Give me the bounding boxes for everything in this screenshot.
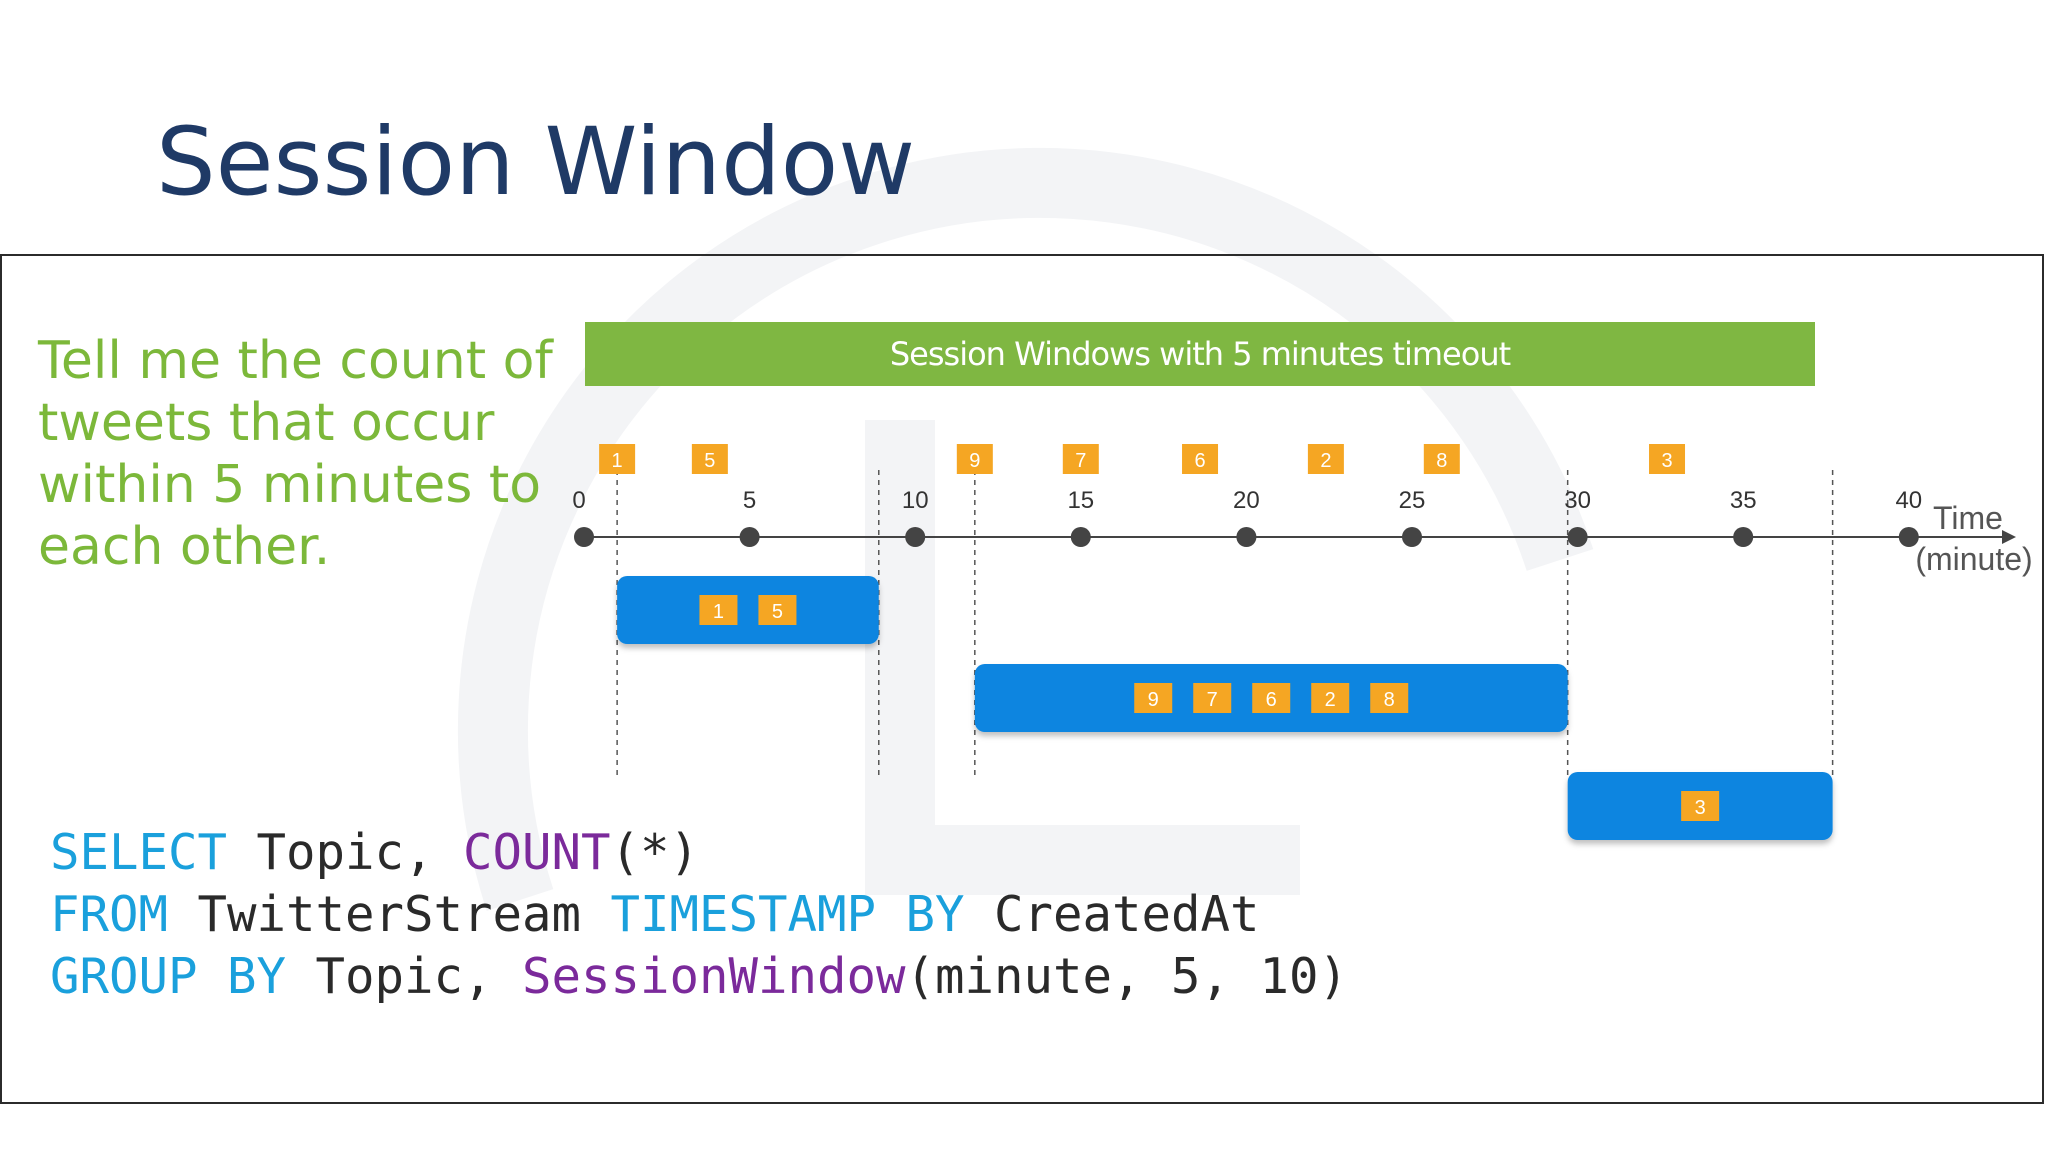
window-event-marker (758, 595, 797, 625)
axis-tick-label: 0 (572, 487, 585, 514)
window-event-marker (1681, 791, 1720, 821)
code-line-group-by: GROUP BY Topic, SessionWindow(minute, 5,… (50, 946, 1348, 1008)
axis-tick-dot (739, 527, 760, 547)
event-marker-label: 5 (704, 450, 715, 472)
event-marker (1182, 444, 1219, 474)
session-window-banner: Session Windows with 5 minutes timeout (585, 322, 1815, 386)
window-event-marker (1311, 683, 1350, 713)
axis-tick-label: 10 (902, 487, 929, 514)
session-window-bar (617, 576, 879, 644)
window-event-label: 1 (713, 601, 724, 623)
axis-tick-dot (1070, 527, 1091, 547)
axis-tick-label: 20 (1233, 487, 1260, 514)
event-marker-label: 9 (969, 450, 980, 472)
prompt-line: each other. (38, 517, 331, 577)
code-function: SessionWindow (522, 948, 906, 1005)
code-text: CreatedAt (964, 886, 1260, 943)
axis-tick-label: 15 (1067, 487, 1094, 514)
event-marker-label: 8 (1436, 450, 1447, 472)
prompt-text: Tell me the count of tweets that occur w… (38, 330, 553, 578)
event-marker-label: 1 (612, 450, 623, 472)
axis-tick-label: 30 (1564, 487, 1591, 514)
content-frame (0, 254, 2044, 1104)
slide-title: Session Window (156, 108, 916, 217)
code-text: Topic, (227, 824, 464, 881)
window-event-label: 6 (1266, 689, 1277, 711)
event-marker (1307, 444, 1344, 474)
event-marker (1062, 444, 1099, 474)
window-event-marker (1134, 683, 1173, 713)
window-event-marker (699, 595, 738, 625)
code-text: (minute, 5, 10) (905, 948, 1349, 1005)
axis-tick-dot (905, 527, 926, 547)
axis-label: Time (1933, 500, 2003, 536)
watermark-mark (865, 420, 1300, 895)
prompt-line: Tell me the count of (38, 331, 553, 391)
axis-tick-label: 25 (1399, 487, 1426, 514)
event-marker (1649, 444, 1686, 474)
axis-tick-dot (1402, 527, 1422, 547)
window-event-label: 3 (1695, 797, 1706, 819)
code-line-from: FROM TwitterStream TIMESTAMP BY CreatedA… (50, 884, 1348, 946)
event-marker-label: 7 (1075, 450, 1086, 472)
axis-tick-dot (1236, 527, 1257, 547)
axis-tick-dot (1733, 527, 1754, 547)
time-axis-arrow (2002, 530, 2016, 544)
axis-tick-dot (1898, 527, 1919, 547)
code-keyword: GROUP BY (50, 948, 287, 1005)
code-text: Topic, (286, 948, 523, 1005)
axis-tick-label: 35 (1730, 487, 1757, 514)
window-event-label: 5 (772, 601, 783, 623)
event-marker (691, 444, 728, 474)
event-marker-label: 2 (1320, 450, 1331, 472)
window-event-marker (1370, 683, 1409, 713)
prompt-line: tweets that occur (38, 393, 495, 453)
code-text: (*) (610, 824, 700, 881)
axis-tick-dot (1567, 527, 1588, 547)
code-keyword: FROM (50, 886, 169, 943)
code-block: SELECT Topic, COUNT(*) FROM TwitterStrea… (50, 822, 1348, 1008)
code-keyword: SELECT (50, 824, 228, 881)
window-event-marker (1193, 683, 1232, 713)
axis-label: (minute) (1915, 541, 2032, 577)
event-marker (956, 444, 993, 474)
event-marker-label: 6 (1194, 450, 1205, 472)
code-keyword: TIMESTAMP BY (610, 886, 965, 943)
window-event-label: 7 (1207, 689, 1218, 711)
event-marker-label: 3 (1661, 450, 1672, 472)
axis-tick-label: 5 (743, 487, 756, 514)
event-marker (599, 444, 636, 474)
code-function: COUNT (463, 824, 611, 881)
code-line-select: SELECT Topic, COUNT(*) (50, 822, 1348, 884)
window-event-label: 9 (1148, 689, 1159, 711)
axis-tick-label: 40 (1895, 487, 1922, 514)
event-marker (1423, 444, 1460, 474)
code-text: TwitterStream (168, 886, 611, 943)
window-event-label: 8 (1384, 689, 1395, 711)
prompt-line: within 5 minutes to (38, 455, 542, 515)
window-event-label: 2 (1325, 689, 1336, 711)
window-event-marker (1252, 683, 1291, 713)
axis-tick-dot (574, 527, 594, 547)
